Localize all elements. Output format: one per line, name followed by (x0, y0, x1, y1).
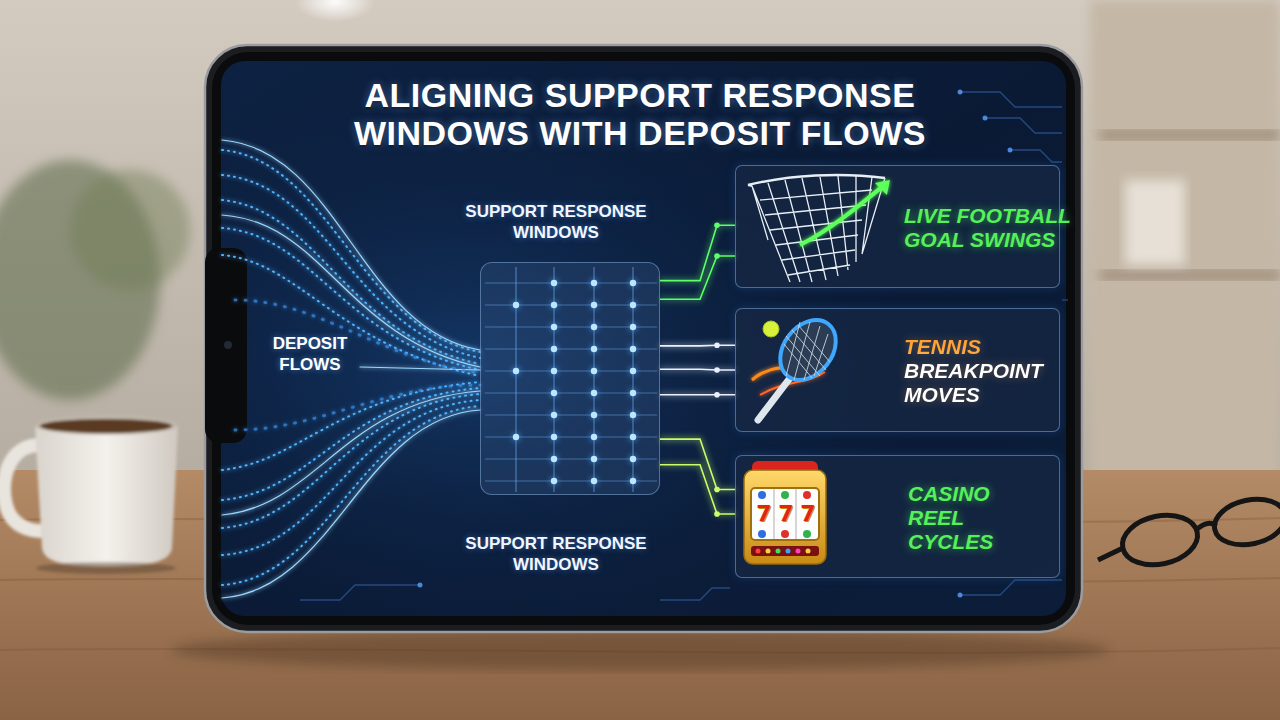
reel-symbol: 7 (775, 501, 797, 527)
grid-dot (591, 302, 597, 308)
connector-line (660, 439, 735, 514)
panel-label: TENNIS BREAKPOINT MOVES (904, 335, 1079, 407)
outcome-panel: LIVE FOOTBALL GOAL SWINGS (735, 165, 1060, 288)
grid-dot (551, 456, 557, 462)
grid-dot (630, 346, 636, 352)
grid-dot (591, 478, 597, 484)
connector-dots (714, 222, 720, 516)
grid-dot (551, 302, 557, 308)
grid-line (515, 267, 516, 492)
grid-heading: SUPPORT RESPONSE WINDOWS (426, 201, 686, 243)
connector-dot (714, 253, 720, 259)
grid-dot (591, 280, 597, 286)
grid-dot (551, 478, 557, 484)
grid-dot (513, 302, 519, 308)
grid-dot (551, 434, 557, 440)
grid-dot (630, 390, 636, 396)
grid-dot (591, 324, 597, 330)
grid-dot (591, 434, 597, 440)
connector-dot (714, 487, 720, 493)
diagram-title: ALIGNING SUPPORT RESPONSE WINDOWS WITH D… (330, 76, 950, 152)
grid-dot (551, 412, 557, 418)
grid-dot (591, 346, 597, 352)
grid-dot (630, 412, 636, 418)
deposit-streams (222, 140, 480, 598)
grid-dot (551, 390, 557, 396)
grid-dot (591, 456, 597, 462)
slot-machine (744, 461, 826, 564)
reel-symbol: 7 (753, 501, 775, 527)
grid-dot (630, 456, 636, 462)
connector-line (660, 225, 735, 299)
grid-dot (513, 434, 519, 440)
panel-label: CASINO REEL CYCLES (908, 482, 1020, 554)
connector-dot (714, 222, 720, 228)
grid-pattern (481, 263, 661, 496)
connector-line (660, 345, 735, 395)
grid-dot (551, 368, 557, 374)
reel-symbol: 7 (797, 501, 819, 527)
grid-dot (591, 390, 597, 396)
grid-dot (630, 434, 636, 440)
grid-dot (551, 324, 557, 330)
grid-dot (630, 324, 636, 330)
grid-dot (630, 368, 636, 374)
grid-heading: SUPPORT RESPONSE WINDOWS (426, 533, 686, 575)
grid-dot (630, 302, 636, 308)
eyeglasses (1098, 493, 1280, 571)
flow-label: DEPOSIT FLOWS (258, 333, 362, 375)
connector-dot (714, 342, 720, 348)
grid-dot (591, 368, 597, 374)
panel-label: LIVE FOOTBALL GOAL SWINGS (904, 204, 1079, 252)
grid-dot (551, 346, 557, 352)
connector-dot (714, 392, 720, 398)
grid-dot (591, 412, 597, 418)
grid-dot (630, 478, 636, 484)
connector-dot (714, 367, 720, 373)
coffee-mug (4, 415, 178, 574)
connector-dot (714, 511, 720, 517)
response-grid: SUPPORT RESPONSE WINDOWSSUPPORT RESPONSE… (480, 262, 660, 495)
grid-dot (513, 368, 519, 374)
grid-dot (551, 280, 557, 286)
grid-dot (630, 280, 636, 286)
